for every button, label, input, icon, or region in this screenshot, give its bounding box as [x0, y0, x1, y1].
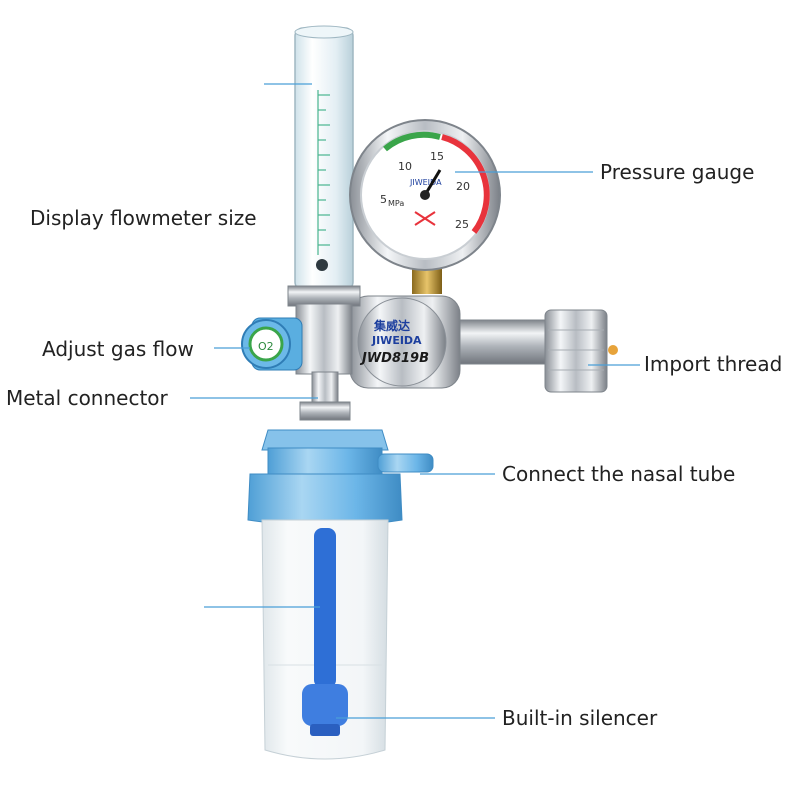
model-number: JWD819B [359, 351, 429, 366]
gauge-unit: MPa [388, 199, 404, 208]
leader-lines [190, 83, 640, 719]
silencer-part [302, 684, 348, 726]
gas-flow-knob[interactable]: O2 [241, 317, 303, 371]
brand-latin-text: JIWEIDA [371, 334, 422, 347]
regulator-body: 集威达 JIWEIDA JWD819B [349, 295, 618, 393]
brand-chinese-text: 集威达 [373, 318, 410, 333]
flowmeter-base [287, 285, 361, 421]
gauge-label-25: 25 [455, 218, 469, 231]
callout-pressure-gauge: Pressure gauge [600, 160, 755, 184]
callout-adjust-gas-flow: Adjust gas flow [42, 337, 194, 361]
callout-metal-connector: Metal connector [6, 386, 168, 410]
gauge-brand: JIWEIDA [409, 178, 442, 187]
humidifier-bottle [261, 519, 389, 760]
gauge-scale-labels: 5 10 15 20 25 [380, 150, 470, 231]
gauge-label-15: 15 [430, 150, 444, 163]
pressure-gauge-body: 5 10 15 20 25 MPa JIWEIDA [349, 119, 501, 294]
blue-inner-tube [314, 528, 336, 688]
callout-connect-nasal-tube: Connect the nasal tube [502, 462, 736, 486]
callout-display-flowmeter-size: Display flowmeter size [30, 206, 257, 230]
gauge-label-20: 20 [456, 180, 470, 193]
knob-o2-label: O2 [258, 340, 274, 353]
flowmeter-scale [317, 90, 330, 255]
humidifier-cap [247, 429, 434, 527]
callout-import-thread: Import thread [644, 352, 783, 376]
flowmeter-float [316, 259, 328, 271]
import-thread-nut [544, 309, 608, 393]
nasal-tube-port [377, 453, 434, 473]
flowmeter-tube [294, 25, 354, 291]
callout-built-in-silencer: Built-in silencer [502, 706, 658, 730]
gauge-label-10: 10 [398, 160, 412, 173]
gauge-label-5: 5 [380, 193, 387, 206]
oxygen-symbol [414, 211, 436, 226]
